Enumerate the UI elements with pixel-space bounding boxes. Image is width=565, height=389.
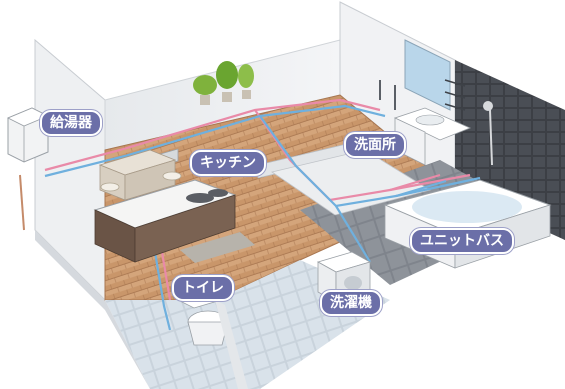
label-unit-bath: ユニットバス [410,228,514,254]
toilet-wall [105,300,150,389]
shower [483,101,493,166]
kitchen-mat [180,232,255,263]
stools [100,171,182,192]
label-kitchen: キッチン [190,150,266,176]
water-heater [7,107,49,231]
towel-rack [444,79,466,111]
potted-plants [193,61,254,105]
label-washing-machine: 洗濯機 [320,290,382,316]
kitchen-island [98,149,177,201]
vanity [379,39,472,166]
label-water-heater: 給湯器 [40,110,102,136]
label-toilet: トイレ [172,275,234,301]
cold-water-pipes [44,104,481,331]
label-washroom: 洗面所 [344,132,406,158]
